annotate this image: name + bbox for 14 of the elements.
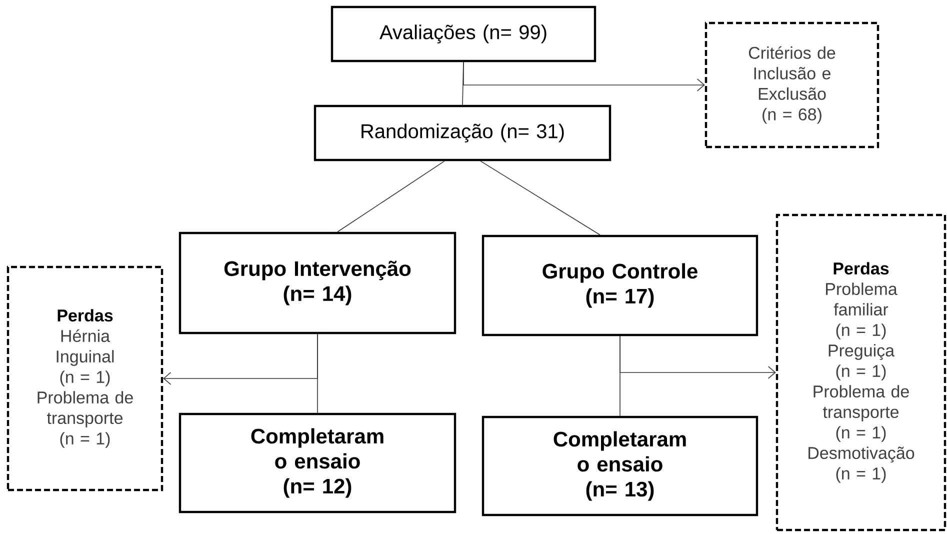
branch-arrow [620,336,776,379]
connector-line [337,160,445,232]
connector-line [480,160,600,236]
outcome-box: Completaram o ensaio (n= 13) [482,416,758,516]
group-box: Grupo Intervenção (n= 14) [178,232,456,334]
loss-box: Perdas Problema familiar (n = 1) Preguiça (n = 1) Problema de transporte (n = 1) Desmotivação (n = 1) [776,214,946,532]
group-box: Grupo Controle (n= 17) [482,234,758,336]
outcome-box: Completaram o ensaio (n= 12) [178,412,456,514]
process-box: Avaliações (n= 99) [330,6,596,62]
branch-arrow [163,334,318,385]
branch-arrow [463,62,705,92]
exclusion-box: Critérios de Inclusão e Exclusão (n = 68) [704,22,880,148]
process-box: Randomização (n= 31) [314,104,612,162]
loss-box: Perdas Hérnia Inguinal (n = 1) Problema de transporte (n = 1) [6,266,164,492]
